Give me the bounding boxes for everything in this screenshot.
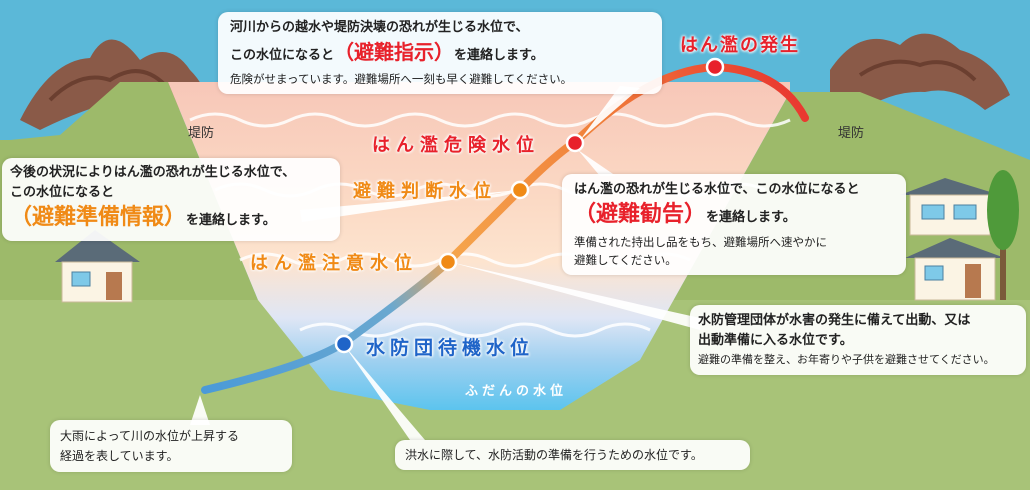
- callout-standby-level: 洪水に際して、水防活動の準備を行うための水位です。: [395, 440, 750, 470]
- bank-left-label: 堤防: [188, 126, 215, 141]
- level-flood-caution: はん濫注意水位: [250, 253, 418, 274]
- tree-icon: [987, 170, 1019, 300]
- callout-dispatch-level: 水防管理団体が水害の発生に備えて出動、又は 出動準備に入る水位です。 避難の準備…: [690, 305, 1026, 375]
- dot-flood-occurrence: [705, 57, 725, 77]
- level-normal: ふだんの水位: [465, 384, 568, 399]
- callout-evacuation-advisory: はん濫の恐れが生じる水位で、この水位になると （避難勧告）を連絡します。 準備さ…: [562, 174, 906, 275]
- advisory-note2: 避難してください。: [574, 253, 677, 267]
- dispatch-line1: 水防管理団体が水害の発生に備えて出動、又は: [698, 313, 971, 328]
- callout-water-rise: 大雨によって川の水位が上昇する 経過を表しています。: [50, 420, 292, 472]
- directive-emphasis: （避難指示）: [334, 40, 455, 64]
- dispatch-note: 避難の準備を整え、お年寄りや子供を避難させてください。: [698, 353, 995, 366]
- house-left-icon: [55, 230, 140, 303]
- dot-flood-fighting-standby: [334, 334, 354, 354]
- preparation-post: を連絡します。: [186, 213, 276, 228]
- dot-flood-danger: [565, 133, 585, 153]
- dot-flood-caution: [438, 252, 458, 272]
- directive-line2-pre: この水位になると: [230, 48, 335, 63]
- directive-line1: 河川からの越水や堤防決壊の恐れが生じる水位で、: [230, 20, 529, 35]
- level-flood-danger: はん濫危険水位: [372, 135, 540, 156]
- level-flood-fighting-standby: 水防団待機水位: [366, 337, 535, 359]
- level-evacuation-judgment: 避難判断水位: [353, 181, 497, 202]
- callout-evacuation-preparation: 今後の状況によりはん濫の恐れが生じる水位で、 この水位になると （避難準備情報）…: [2, 158, 340, 241]
- preparation-emphasis: （避難準備情報）: [10, 205, 187, 230]
- bank-right-label: 堤防: [838, 126, 865, 141]
- advisory-note1: 準備された持出し品をもち、避難場所へ速やかに: [574, 235, 827, 249]
- dispatch-line2: 出動準備に入る水位です。: [698, 333, 853, 348]
- rise-line2: 経過を表しています。: [60, 449, 179, 463]
- advisory-emphasis: （避難勧告）: [574, 202, 707, 227]
- rise-line1: 大雨によって川の水位が上昇する: [60, 429, 240, 443]
- dot-evacuation-judgment: [510, 180, 530, 200]
- callout-evacuation-directive: 河川からの越水や堤防決壊の恐れが生じる水位で、 この水位になると（避難指示）を連…: [218, 12, 662, 94]
- level-flood-occurrence: はん濫の発生: [680, 35, 800, 56]
- preparation-line1: 今後の状況によりはん濫の恐れが生じる水位で、: [10, 165, 296, 180]
- directive-note: 危険がせまっています。避難場所へ一刻も早く避難してください。: [230, 72, 573, 86]
- directive-line2-post: を連絡します。: [454, 48, 544, 63]
- standby-text: 洪水に際して、水防活動の準備を行うための水位です。: [405, 448, 703, 462]
- advisory-post: を連絡します。: [706, 210, 796, 225]
- advisory-line1: はん濫の恐れが生じる水位で、この水位になると: [574, 182, 860, 197]
- house-right-icon: [900, 178, 1005, 301]
- preparation-line2: この水位になると: [10, 185, 115, 200]
